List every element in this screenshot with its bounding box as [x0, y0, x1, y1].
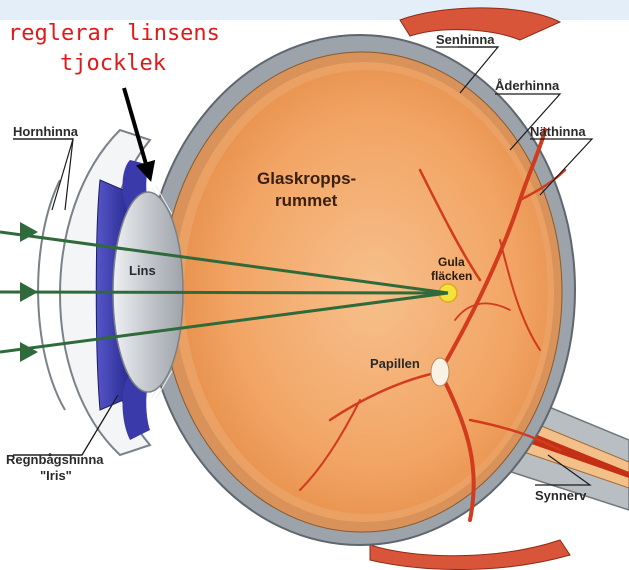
label-hornhinna: Hornhinna: [13, 124, 79, 139]
lower-muscle: [370, 540, 570, 570]
label-lins: Lins: [129, 263, 156, 278]
label-gula-1: Gula: [438, 255, 465, 269]
caption-line-1: reglerar linsens: [8, 21, 220, 46]
label-aderhinna: Åderhinna: [495, 78, 560, 93]
label-nathinna: Näthinna: [530, 124, 586, 139]
label-regnbagshinna: Regnbågshinna: [6, 452, 104, 467]
optic-disc: [431, 358, 449, 386]
label-glaskropp-1: Glaskropps-: [257, 169, 356, 188]
label-glaskropp-2: rummet: [275, 191, 338, 210]
label-gula-2: fläcken: [431, 269, 472, 283]
label-iris: "Iris": [40, 468, 72, 483]
label-senhinna: Senhinna: [436, 32, 495, 47]
label-synnerv: Synnerv: [535, 488, 587, 503]
caption-line-2: tjocklek: [60, 51, 166, 76]
label-papillen: Papillen: [370, 356, 420, 371]
